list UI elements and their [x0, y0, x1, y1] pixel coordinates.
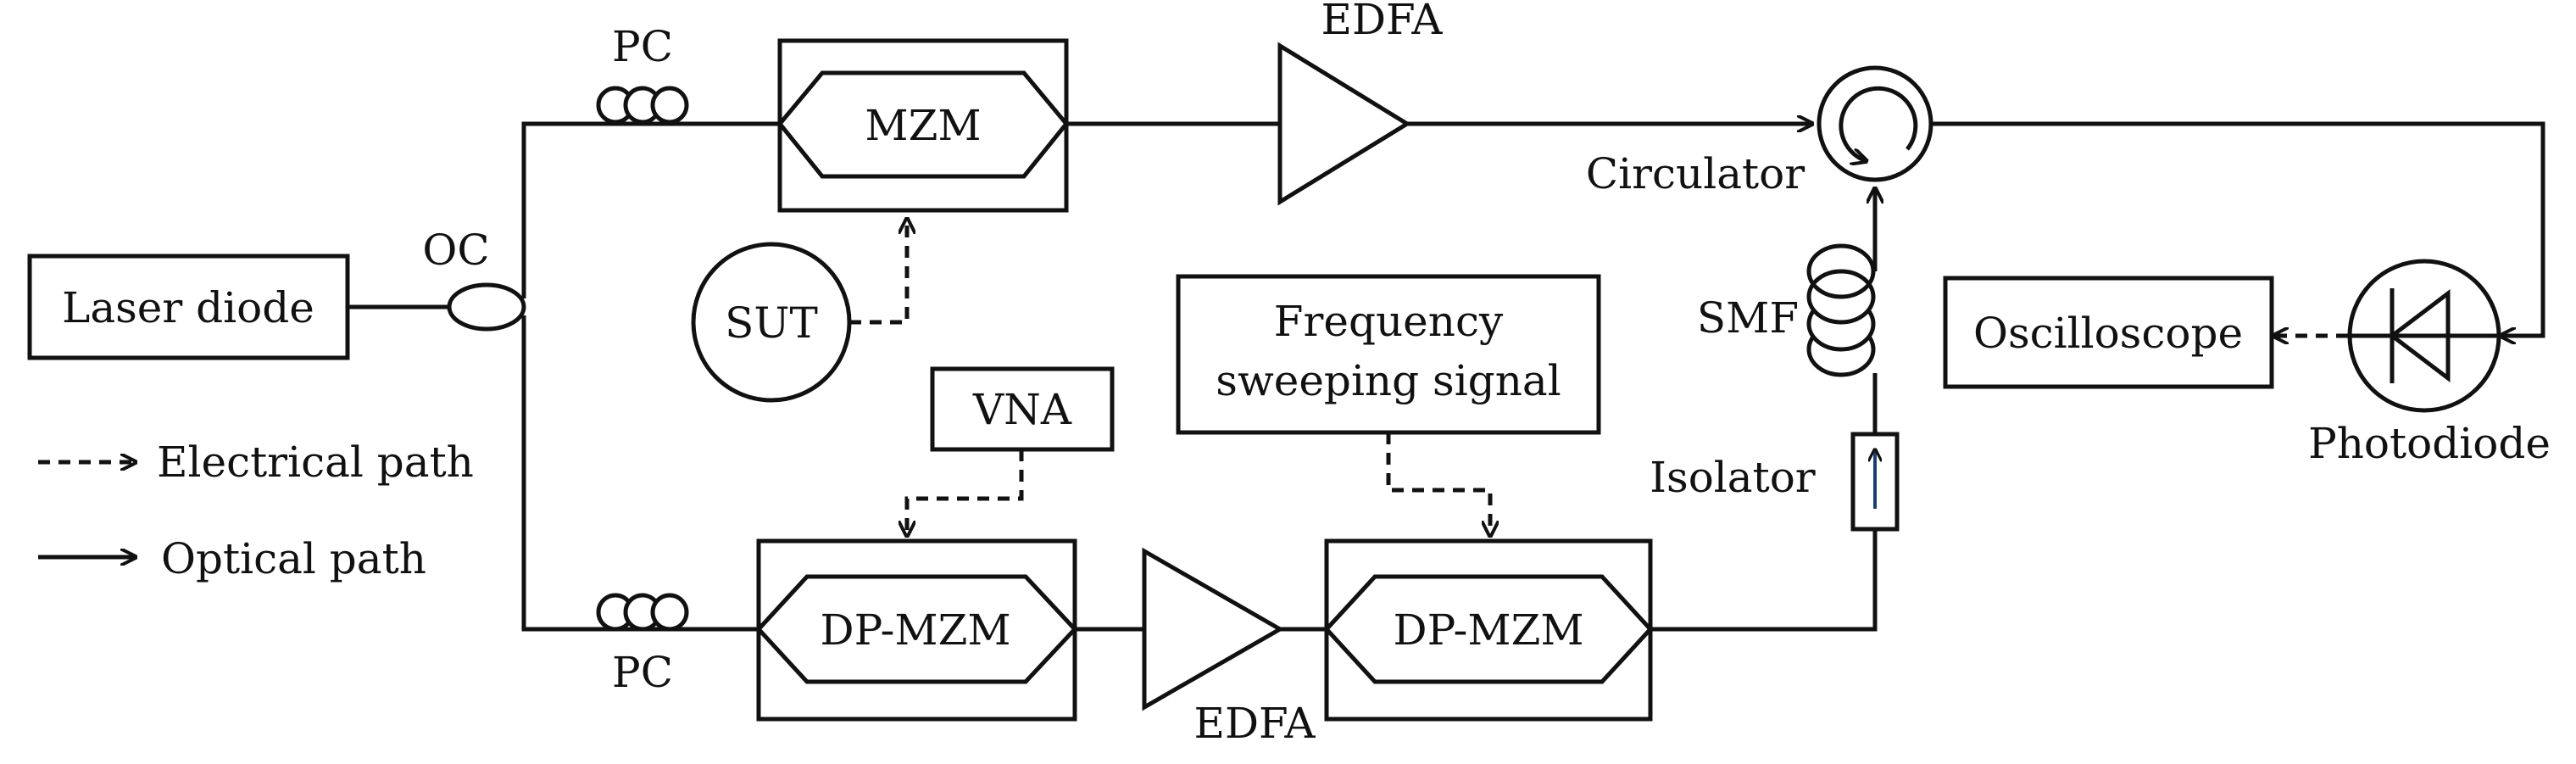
sut-source: SUT	[691, 242, 852, 403]
oc-label: OC	[422, 226, 489, 275]
isolator-label: Isolator	[1650, 453, 1816, 502]
mzm-modulator: MZM	[776, 38, 1070, 213]
optical-coupler: OC	[422, 226, 526, 332]
legend: Electrical path Optical path	[38, 438, 474, 583]
mzm-label: MZM	[865, 101, 981, 150]
photodiode-label: Photodiode	[2308, 419, 2551, 468]
dpmzm-right: DP-MZM	[1323, 538, 1654, 722]
circulator: Circulator	[1586, 65, 1933, 198]
pc-top: PC	[596, 22, 689, 125]
vna-box: VNA	[930, 366, 1115, 452]
sut-label: SUT	[725, 298, 818, 348]
edfa-bottom-label: EDFA	[1193, 699, 1316, 748]
vna-label: VNA	[972, 385, 1072, 434]
electrical-paths	[849, 219, 2348, 536]
frequency-sweep-box: Frequency sweeping signal	[1176, 274, 1601, 435]
dpmzm-left: DP-MZM	[755, 538, 1078, 722]
photodiode: Photodiode	[2308, 259, 2551, 468]
oscilloscope-label: Oscilloscope	[1973, 309, 2243, 358]
laser-diode-box: Laser diode	[27, 254, 350, 360]
legend-electrical-label: Electrical path	[157, 438, 474, 487]
edfa-top-label: EDFA	[1321, 0, 1443, 44]
circulator-label: Circulator	[1586, 149, 1805, 198]
legend-optical-label: Optical path	[161, 534, 426, 583]
pc-top-label: PC	[612, 22, 673, 71]
edfa-bottom: EDFA	[1142, 547, 1316, 748]
freq-line2: sweeping signal	[1216, 356, 1561, 405]
smf-label: SMF	[1697, 293, 1799, 343]
pc-bottom-label: PC	[612, 648, 673, 697]
dpmzm-right-label: DP-MZM	[1393, 605, 1583, 655]
edfa-top: EDFA	[1277, 0, 1443, 206]
freq-line1: Frequency	[1274, 297, 1504, 346]
pc-bottom: PC	[596, 593, 689, 697]
oscilloscope-box: Oscilloscope	[1943, 276, 2274, 389]
isolator: Isolator	[1650, 432, 1900, 532]
smf-spool: SMF	[1697, 243, 1876, 377]
optical-paths	[348, 124, 2545, 632]
dpmzm-left-label: DP-MZM	[820, 605, 1010, 655]
laser-diode-label: Laser diode	[62, 283, 314, 332]
